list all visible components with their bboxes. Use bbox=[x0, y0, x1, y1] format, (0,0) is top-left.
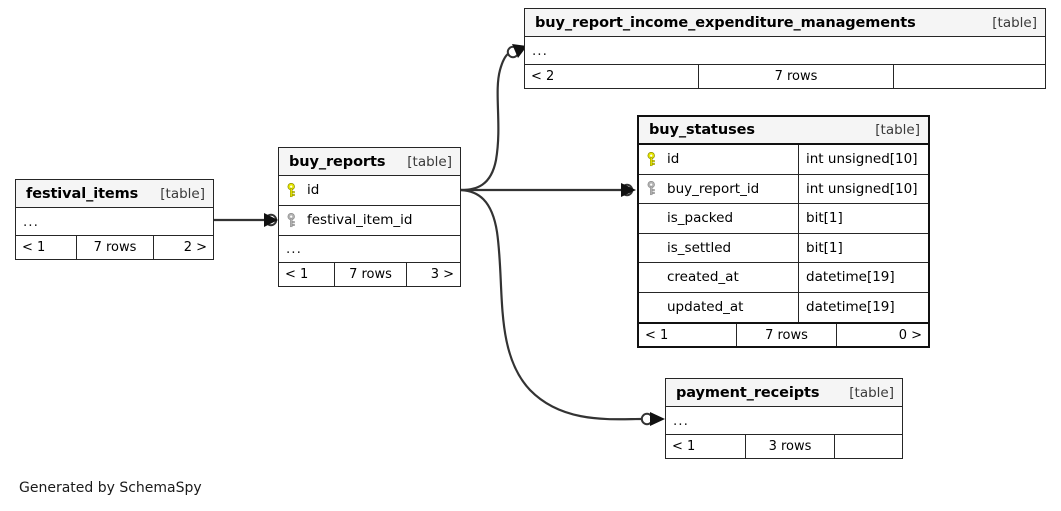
column-type: bit[1] bbox=[798, 204, 928, 233]
table-row[interactable]: updated_at datetime[19] bbox=[639, 292, 928, 323]
footer-row-count: 7 rows bbox=[698, 65, 894, 88]
column-name-cell: festival_item_id bbox=[279, 206, 460, 236]
column-name-cell: is_packed bbox=[639, 204, 798, 233]
collapsed-columns-ellipsis[interactable]: ... bbox=[23, 213, 39, 230]
table-row[interactable]: id bbox=[279, 176, 460, 206]
generated-by-caption: Generated by SchemaSpy bbox=[19, 480, 202, 496]
table-header: buy_statuses [table] bbox=[639, 117, 928, 145]
foreign-key-icon bbox=[647, 181, 660, 196]
collapsed-columns-ellipsis[interactable]: ... bbox=[673, 412, 689, 429]
table-footer: < 1 7 rows 3 > bbox=[279, 262, 460, 286]
crowsfoot-buy-statuses bbox=[621, 183, 636, 197]
table-type-tag: [table] bbox=[160, 185, 205, 202]
table-row[interactable]: buy_report_id int unsigned[10] bbox=[639, 174, 928, 204]
column-type: int unsigned[10] bbox=[798, 174, 928, 203]
column-type: datetime[19] bbox=[798, 263, 928, 292]
footer-parent-count: < 1 bbox=[22, 240, 46, 255]
table-header: payment_receipts [table] bbox=[666, 379, 902, 407]
footer-parent-count: < 1 bbox=[672, 439, 696, 454]
column-type: datetime[19] bbox=[798, 292, 928, 322]
collapsed-columns-ellipsis[interactable]: ... bbox=[279, 235, 460, 262]
column-list: id festival_item_id bbox=[279, 176, 460, 235]
collapsed-columns-ellipsis[interactable]: ... bbox=[532, 42, 548, 59]
column-type: bit[1] bbox=[798, 233, 928, 262]
table-row[interactable]: created_at datetime[19] bbox=[639, 263, 928, 293]
connector-circle-payment-receipts bbox=[640, 412, 654, 426]
crowsfoot-buy-reports bbox=[264, 213, 278, 227]
table-title: festival_items bbox=[26, 185, 139, 202]
column-name-cell: id bbox=[279, 176, 460, 205]
primary-key-icon bbox=[647, 151, 660, 167]
table-footer: < 2 7 rows bbox=[525, 64, 1045, 88]
table-title: buy_report_income_expenditure_management… bbox=[535, 14, 916, 31]
footer-child-count bbox=[894, 65, 1045, 88]
table-type-tag: [table] bbox=[875, 122, 920, 138]
column-name: updated_at bbox=[667, 299, 744, 316]
column-name: created_at bbox=[667, 269, 739, 286]
table-footer: < 1 7 rows 2 > bbox=[16, 235, 213, 259]
column-name: id bbox=[667, 151, 680, 168]
column-name: id bbox=[307, 182, 320, 199]
footer-child-count: 3 > bbox=[430, 267, 454, 282]
footer-child-count bbox=[835, 435, 902, 458]
column-name-cell: created_at bbox=[639, 263, 798, 292]
connector-circle-income-expenditure bbox=[506, 45, 520, 59]
table-type-tag: [table] bbox=[992, 14, 1037, 31]
footer-parent-count: < 1 bbox=[285, 267, 309, 282]
column-name: is_packed bbox=[667, 210, 734, 227]
table-footer: < 1 3 rows bbox=[666, 434, 902, 458]
column-name: festival_item_id bbox=[307, 212, 413, 229]
connector-circle-buy-reports-left bbox=[264, 213, 278, 227]
table-buy-reports[interactable]: buy_reports [table] id bbox=[278, 147, 461, 287]
table-row[interactable]: festival_item_id bbox=[279, 206, 460, 236]
table-row[interactable]: is_settled bit[1] bbox=[639, 233, 928, 263]
table-header: buy_report_income_expenditure_management… bbox=[525, 9, 1045, 37]
foreign-key-icon bbox=[287, 212, 300, 228]
column-name: is_settled bbox=[667, 239, 732, 256]
column-name-cell: is_settled bbox=[639, 234, 798, 263]
table-title: buy_statuses bbox=[649, 122, 755, 138]
column-name: buy_report_id bbox=[667, 180, 760, 197]
edge-buy-reports-to-income-expenditure bbox=[460, 52, 510, 192]
connector-circle-buy-statuses bbox=[620, 183, 634, 197]
table-header: buy_reports [table] bbox=[279, 148, 460, 176]
footer-child-count: 0 > bbox=[898, 327, 922, 343]
table-festival-items[interactable]: festival_items [table] ... < 1 7 rows 2 … bbox=[15, 179, 214, 260]
table-payment-receipts[interactable]: payment_receipts [table] ... < 1 3 rows bbox=[665, 378, 903, 459]
footer-parent-count: < 1 bbox=[645, 327, 669, 343]
column-type: int unsigned[10] bbox=[798, 145, 928, 174]
primary-key-icon bbox=[287, 182, 300, 198]
column-name-cell: updated_at bbox=[639, 293, 798, 323]
table-buy-statuses[interactable]: buy_statuses [table] id bbox=[637, 115, 930, 348]
footer-row-count: 3 rows bbox=[745, 435, 835, 458]
table-row[interactable]: id int unsigned[10] bbox=[639, 145, 928, 175]
crowsfoot-payment-receipts bbox=[650, 412, 665, 426]
table-row[interactable]: is_packed bit[1] bbox=[639, 204, 928, 234]
table-footer: < 1 7 rows 0 > bbox=[639, 322, 928, 346]
edge-buy-reports-to-payment-receipts bbox=[460, 188, 643, 421]
table-title: buy_reports bbox=[289, 153, 386, 170]
column-name-cell: buy_report_id bbox=[639, 175, 798, 204]
footer-child-count: 2 > bbox=[183, 240, 207, 255]
table-title: payment_receipts bbox=[676, 384, 820, 401]
table-type-tag: [table] bbox=[849, 384, 894, 401]
table-buy-report-income-expenditure-managements[interactable]: buy_report_income_expenditure_management… bbox=[524, 8, 1046, 89]
footer-parent-count: < 2 bbox=[531, 69, 555, 84]
table-header: festival_items [table] bbox=[16, 180, 213, 208]
footer-row-count: 7 rows bbox=[76, 236, 154, 259]
table-type-tag: [table] bbox=[407, 153, 452, 170]
column-name-cell: id bbox=[639, 145, 798, 174]
column-list: id int unsigned[10] buy_re bbox=[639, 145, 928, 322]
footer-row-count: 7 rows bbox=[736, 324, 837, 346]
footer-row-count: 7 rows bbox=[334, 263, 407, 286]
